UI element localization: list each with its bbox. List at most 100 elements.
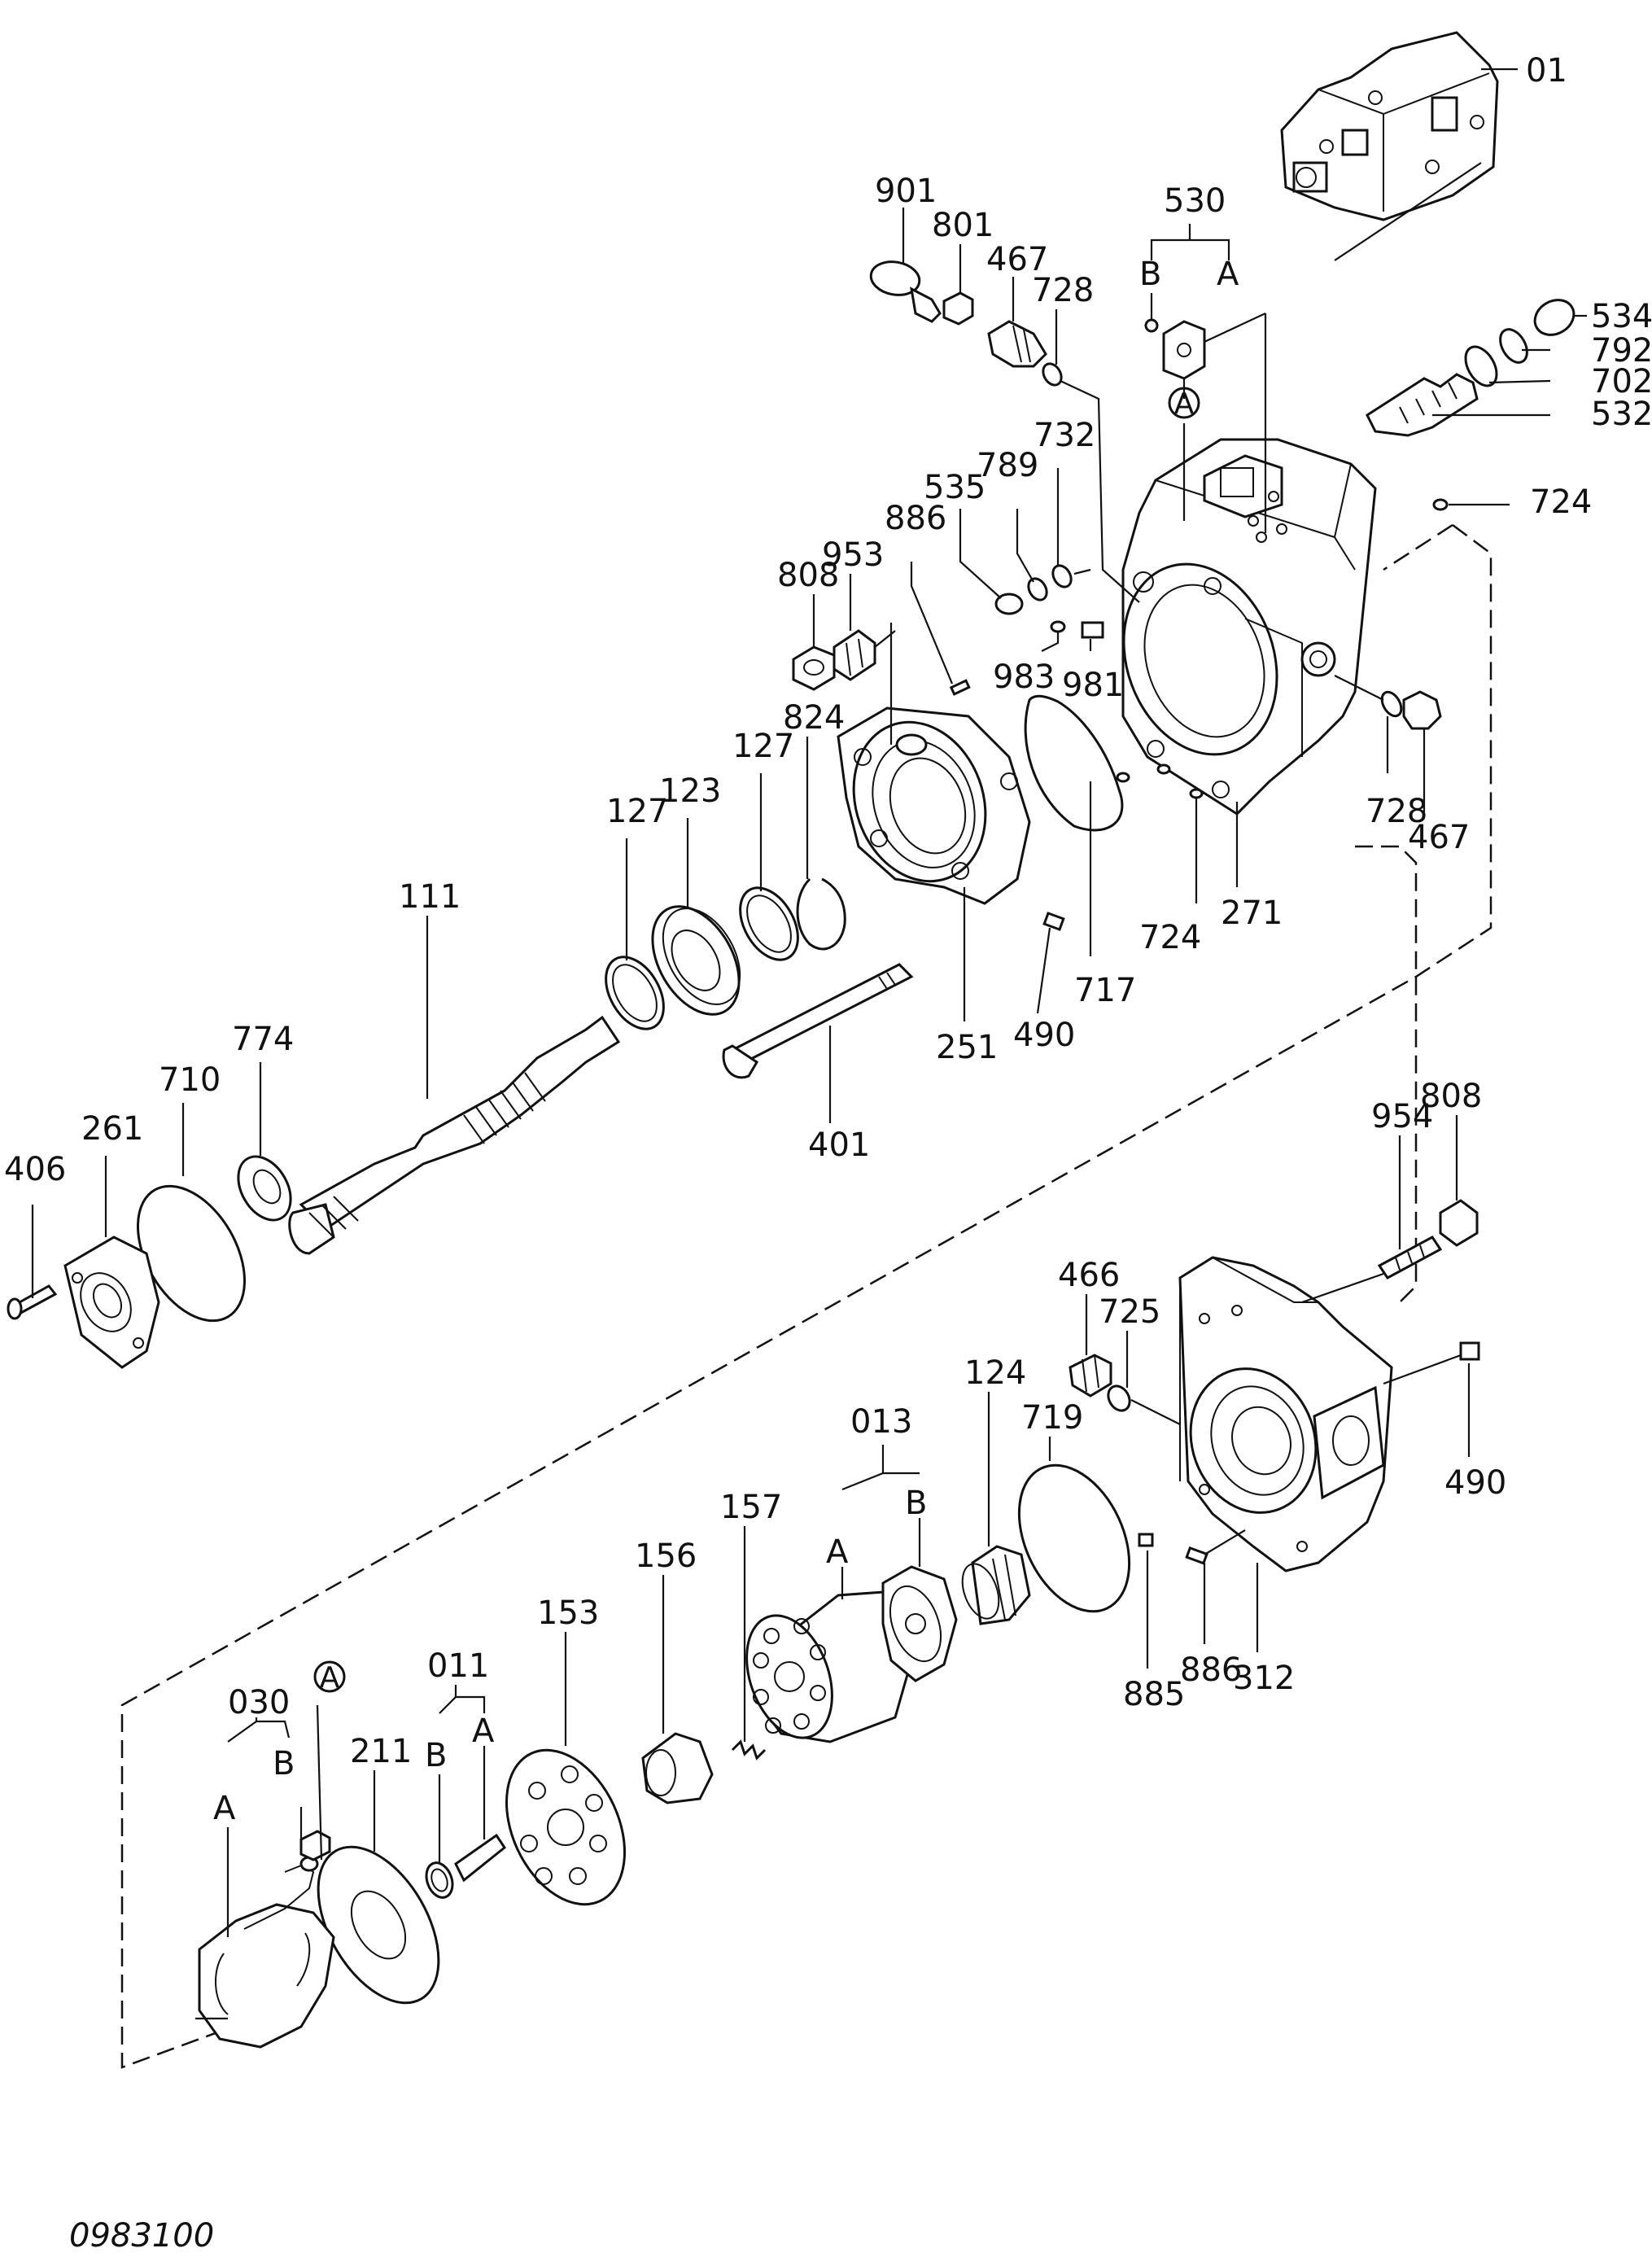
- part-251-cover: [837, 623, 1031, 1021]
- svg-text:A: A: [320, 1661, 340, 1695]
- label-490-lower: 490: [1444, 1464, 1506, 1502]
- label-808-lower: 808: [1420, 1078, 1482, 1115]
- label-013-a: A: [826, 1533, 849, 1571]
- label-271: 271: [1221, 894, 1283, 932]
- label-981: 981: [1062, 667, 1124, 704]
- part-211-shoe-plate: [317, 1770, 440, 2005]
- part-789-ring: [1016, 509, 1048, 601]
- label-789: 789: [977, 447, 1038, 484]
- label-312: 312: [1233, 1660, 1295, 1697]
- part-467-plug-right: [1402, 690, 1442, 814]
- part-467-plug-top: [987, 277, 1047, 368]
- label-534: 534: [1591, 298, 1652, 335]
- part-792-ring: [1499, 328, 1550, 364]
- label-211: 211: [350, 1733, 412, 1770]
- part-153-retainer-plate: [505, 1632, 627, 1906]
- part-127-ring-right: [739, 773, 799, 961]
- part-717-gasket: [1024, 694, 1124, 956]
- label-732: 732: [1034, 417, 1095, 454]
- part-885-pin: [1138, 1533, 1154, 1669]
- part-401-bolt: [722, 963, 914, 1123]
- part-886-pin-lower: [1185, 1529, 1246, 1644]
- label-013: 013: [850, 1403, 912, 1441]
- part-157-spring: [731, 1526, 767, 1761]
- part-labels: 01 901 801 467 728 530 B A 534 792 702 5…: [4, 52, 1652, 1827]
- label-406: 406: [4, 1151, 66, 1188]
- label-013-b: B: [905, 1485, 927, 1522]
- label-530-a: A: [1217, 256, 1239, 293]
- part-808-nut-lower: [1439, 1115, 1479, 1247]
- label-011-a: A: [472, 1712, 495, 1750]
- svg-text:A: A: [1174, 387, 1195, 421]
- part-030-swash-plate: [195, 1704, 335, 2049]
- label-702: 702: [1591, 363, 1652, 400]
- part-724-plug-upper: [1432, 498, 1510, 511]
- part-953-screw: [833, 574, 896, 681]
- part-271-pump-casing: [1121, 313, 1377, 887]
- label-261: 261: [81, 1110, 143, 1148]
- label-725: 725: [1099, 1293, 1160, 1331]
- label-719: 719: [1021, 1399, 1083, 1437]
- part-490-plug-lower: [1383, 1341, 1480, 1457]
- label-127-right: 127: [732, 728, 794, 765]
- label-724-upper: 724: [1530, 483, 1592, 521]
- label-467-right: 467: [1408, 819, 1470, 856]
- label-535: 535: [924, 469, 986, 506]
- part-901-eye-bolt: [869, 208, 942, 323]
- label-724-lower: 724: [1139, 919, 1201, 956]
- part-466-plug: [1069, 1294, 1112, 1398]
- part-490-plug-upper: [1036, 912, 1065, 1014]
- label-251: 251: [936, 1029, 998, 1066]
- label-123: 123: [659, 772, 721, 810]
- label-710: 710: [159, 1061, 221, 1099]
- label-157: 157: [720, 1489, 782, 1526]
- label-127-left: 127: [606, 793, 668, 830]
- label-808-upper: 808: [777, 557, 839, 594]
- label-885: 885: [1123, 1676, 1185, 1713]
- label-728-top: 728: [1032, 272, 1094, 309]
- label-901: 901: [875, 173, 937, 210]
- part-725-oring: [1107, 1331, 1181, 1425]
- label-156: 156: [635, 1537, 697, 1575]
- part-801-nut-top: [942, 244, 974, 326]
- label-792: 792: [1591, 332, 1652, 370]
- part-535-plug: [959, 509, 1024, 615]
- part-013-cylinder-block: [745, 1472, 958, 1743]
- part-532-valve: [1366, 373, 1550, 437]
- label-774: 774: [232, 1021, 294, 1058]
- label-011-b: B: [425, 1737, 447, 1774]
- part-702-oring: [1464, 345, 1551, 387]
- part-724-plugs-lower: [1116, 763, 1204, 903]
- label-466: 466: [1058, 1257, 1120, 1294]
- label-530: 530: [1164, 182, 1226, 220]
- part-01-regulator: [1280, 31, 1518, 261]
- label-728-right: 728: [1366, 793, 1427, 830]
- label-011: 011: [427, 1647, 489, 1685]
- part-719-oring: [1017, 1437, 1131, 1613]
- callout-a-circle-lower: A: [313, 1660, 346, 1695]
- part-824-snap-ring: [796, 737, 846, 951]
- part-774-seal: [237, 1062, 292, 1222]
- label-124: 124: [964, 1354, 1026, 1392]
- label-532: 532: [1591, 396, 1652, 433]
- part-728-oring-top: [1042, 309, 1140, 603]
- label-111: 111: [399, 878, 461, 916]
- part-534-cap: [1533, 299, 1587, 336]
- dashed-assembly-outline: [120, 523, 1492, 2069]
- label-030-a: A: [213, 1790, 236, 1827]
- part-124-needle-bearing: [961, 1392, 1031, 1625]
- part-123-bearing: [651, 818, 741, 1016]
- label-983: 983: [993, 658, 1055, 696]
- callout-a-circle-upper: A: [1168, 387, 1200, 421]
- part-406-screw: [7, 1205, 58, 1320]
- label-490-upper: 490: [1013, 1017, 1075, 1054]
- label-467-top: 467: [986, 241, 1048, 278]
- label-954: 954: [1371, 1098, 1433, 1135]
- part-728-oring-right: [1334, 675, 1403, 773]
- part-886-pin-upper: [910, 562, 971, 696]
- drawing-reference-number: 0983100: [69, 2217, 214, 2255]
- label-030: 030: [228, 1684, 290, 1721]
- part-983-981-plate: [1041, 620, 1104, 652]
- label-886-lower: 886: [1180, 1651, 1242, 1689]
